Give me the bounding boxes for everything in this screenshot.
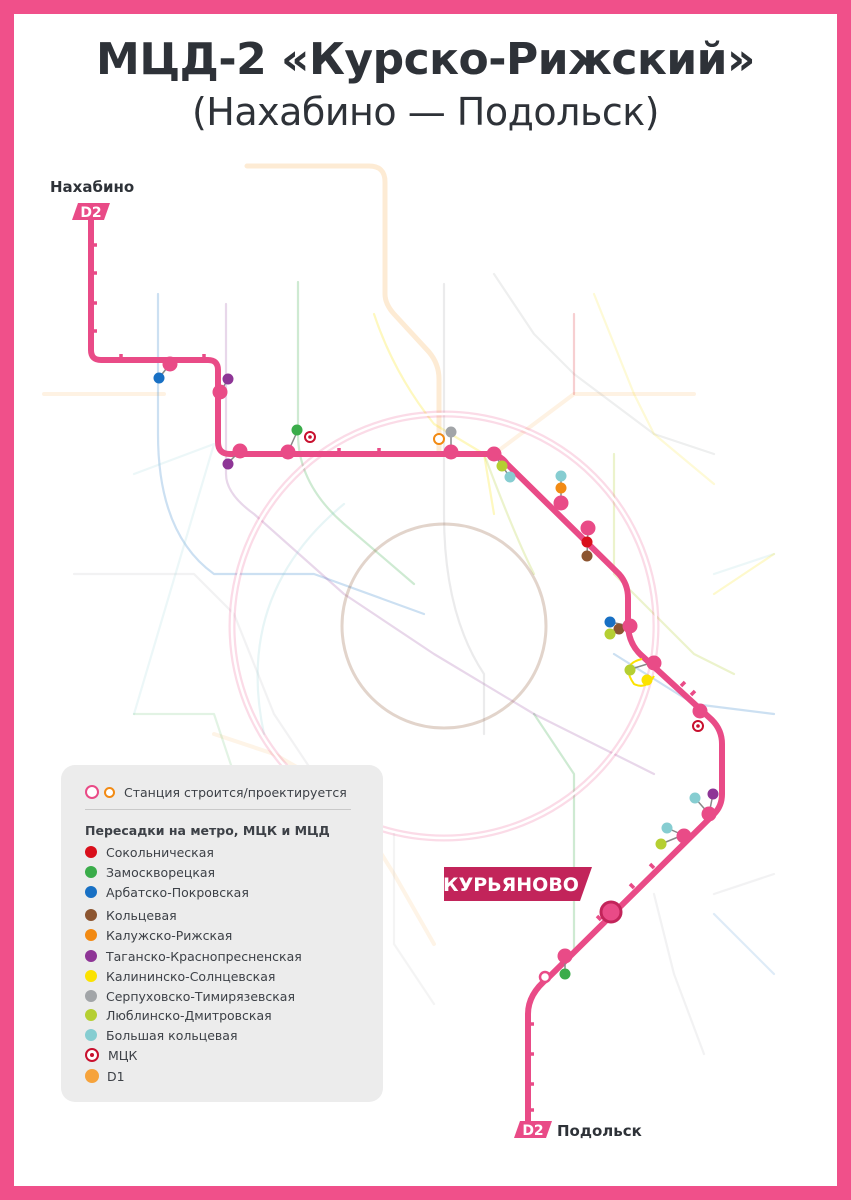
station-node <box>580 520 596 536</box>
construction-ring-icon <box>104 786 115 798</box>
transfer-dot-taganskaya <box>222 373 234 385</box>
line-color-dot <box>85 886 97 898</box>
legend-item: Калужско-Рижская <box>85 926 232 944</box>
station-node <box>232 443 248 459</box>
transfer-dot-construction-orange <box>433 433 445 445</box>
svg-text:D2: D2 <box>80 205 101 221</box>
page-subtitle: (Нахабино — Подольск) <box>191 90 660 134</box>
transfer-dot-koltsevaya <box>581 550 593 562</box>
route-map: КУРЬЯНОВО Нахабино D2 D2 Подольск <box>42 163 776 1140</box>
background-network <box>42 163 776 1056</box>
station-node <box>557 948 573 964</box>
station-node <box>443 444 459 460</box>
transfer-dot-bolshaya-koltsevaya <box>555 470 567 482</box>
page-title: МЦД-2 «Курско-Рижский» <box>96 34 755 85</box>
legend-item: Арбатско-Покровская <box>85 883 249 901</box>
line-color-dot <box>85 970 97 982</box>
legend-item: МЦК <box>85 1046 137 1064</box>
line-color-dot <box>85 950 97 962</box>
legend-item: Калининско-Солнцевская <box>85 967 275 985</box>
legend-heading: Пересадки на метро, МЦК и МЦД <box>85 823 330 838</box>
transfer-dot-lyublinskaya <box>655 838 667 850</box>
transfer-dot-zamoskvoretskaya <box>559 968 571 980</box>
line-color-dot <box>85 990 97 1002</box>
svg-text:D2: D2 <box>522 1123 543 1139</box>
legend-item: Люблинско-Дмитровская <box>85 1006 272 1024</box>
terminal-south-label: Подольск <box>557 1122 642 1140</box>
station-node <box>553 495 569 511</box>
transfer-dot-bolshaya-koltsevaya <box>689 792 701 804</box>
transfer-dot-lyublinskaya <box>604 628 616 640</box>
mck-icon <box>85 1048 99 1062</box>
line-color-dot <box>85 909 97 921</box>
station-node <box>701 806 717 822</box>
transfer-dot-arbatsko <box>153 372 165 384</box>
terminal-north-badge: D2 <box>72 203 110 221</box>
legend-item: Большая кольцевая <box>85 1026 237 1044</box>
line-color-dot <box>85 866 97 878</box>
transfer-dots <box>153 372 719 980</box>
transfer-dot-taganskaya <box>707 788 719 800</box>
legend-divider <box>85 809 351 810</box>
legend-construction-label: Станция строится/проектируется <box>124 784 347 800</box>
transfer-dot-lyublinskaya <box>496 460 508 472</box>
station-node <box>622 618 638 634</box>
station-node <box>646 655 662 671</box>
legend-panel: Станция строится/проектируется Пересадки… <box>61 765 383 1102</box>
transfer-dot-sokolnicheskaya <box>581 536 593 548</box>
poster-frame: КУРЬЯНОВО Нахабино D2 D2 Подольск МЦД-2 … <box>14 14 837 1186</box>
terminal-south-badge: D2 <box>514 1121 552 1139</box>
line-color-dot <box>85 1029 97 1041</box>
background-network-south <box>392 832 776 1006</box>
legend-item: Кольцевая <box>85 906 177 924</box>
station-node <box>676 828 692 844</box>
station-node <box>162 356 178 372</box>
major-stations <box>162 356 717 964</box>
transfer-dot-serpukhovskaya <box>445 426 457 438</box>
transfer-dot-bolshaya-koltsevaya <box>661 822 673 834</box>
line-color-dot <box>85 846 97 858</box>
transfer-dot-kalininskaya <box>641 674 653 686</box>
station-kuryanovo-node <box>599 900 623 924</box>
legend-item: Замоскворецкая <box>85 863 215 881</box>
legend-item: Серпуховско-Тимирязевская <box>85 987 295 1005</box>
circle-line <box>340 522 548 730</box>
kuryanovo-label: КУРЬЯНОВО <box>443 874 579 896</box>
line-color-dot <box>85 929 97 941</box>
legend-item: Сокольническая <box>85 843 214 861</box>
line-color-dot <box>85 1069 99 1083</box>
terminal-north-label: Нахабино <box>50 178 134 196</box>
legend-construction-row: Станция строится/проектируется <box>85 783 347 801</box>
d2-route-line <box>88 216 725 1129</box>
construction-ring-icon <box>85 785 99 799</box>
line-color-dot <box>85 1009 97 1021</box>
transfer-dot-arbatsko <box>604 616 616 628</box>
transfer-dot-bolshaya-koltsevaya <box>504 471 516 483</box>
transfer-dot-zamoskvoretskaya <box>291 424 303 436</box>
transfer-dot-koltsevaya <box>613 623 625 635</box>
station-node <box>280 444 296 460</box>
legend-item: Таганско-Краснопресненская <box>85 947 302 965</box>
mck-ring-inner <box>230 412 658 840</box>
minor-station-ticks <box>91 243 697 1112</box>
station-node <box>692 703 708 719</box>
station-under-construction <box>538 970 552 984</box>
station-node <box>486 446 502 462</box>
transfer-dot-lyublinskaya <box>624 664 636 676</box>
transfer-dot-kaluzhsko <box>555 482 567 494</box>
transfer-dot-taganskaya <box>222 458 234 470</box>
kuryanovo-badge: КУРЬЯНОВО <box>443 867 592 901</box>
legend-item: D1 <box>85 1067 125 1085</box>
station-node <box>212 384 228 400</box>
